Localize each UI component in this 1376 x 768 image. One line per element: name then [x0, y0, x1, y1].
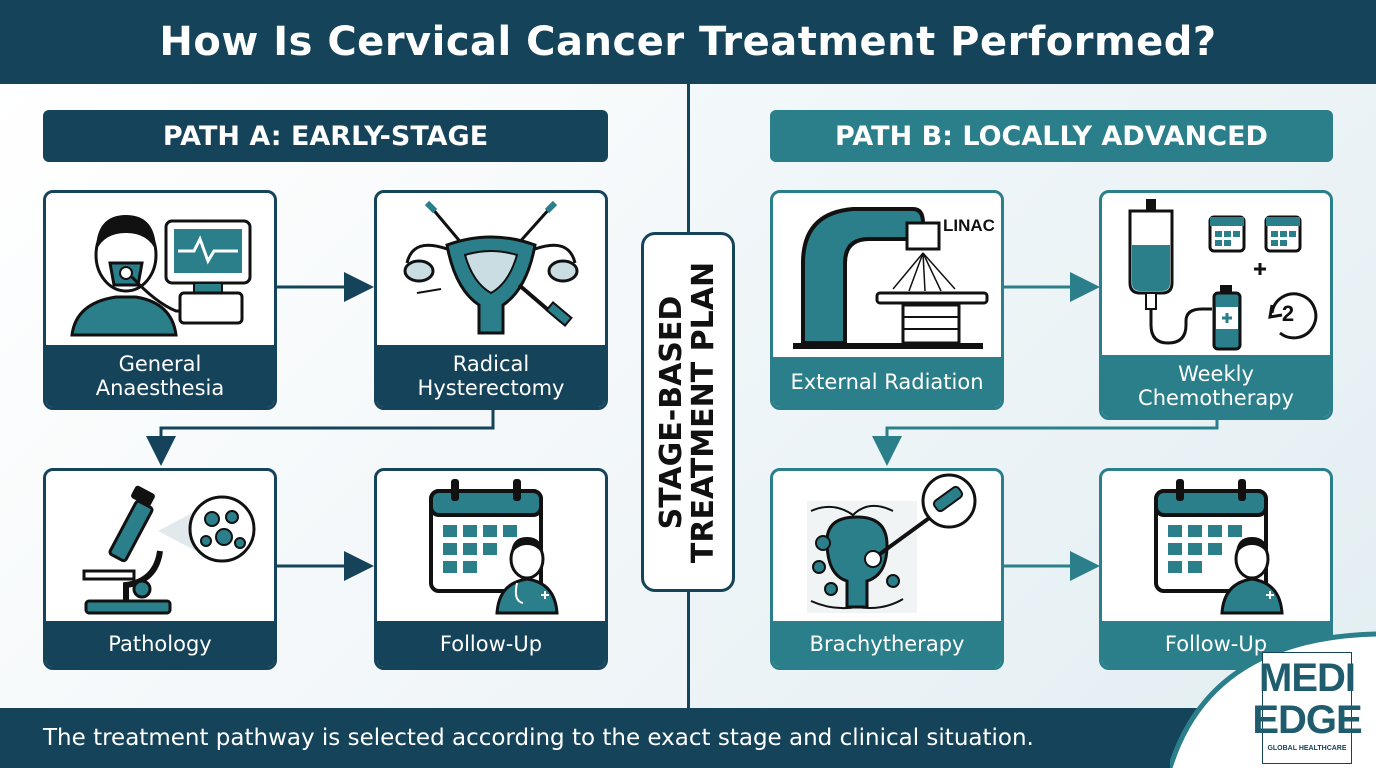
step-label: Brachytherapy: [773, 621, 1001, 667]
iv-chemo-calendar-icon: 2: [1128, 199, 1318, 351]
step-label: Weekly Chemotherapy: [1102, 355, 1330, 417]
calendar-doctor-icon: [429, 479, 559, 615]
step-label: Pathology: [46, 621, 274, 667]
linac-label: LINAC: [943, 216, 995, 235]
step-label: Follow-Up: [377, 621, 605, 667]
step-weekly-chemotherapy: 2 Weekly Chemotherapy: [1099, 190, 1333, 420]
step-follow-up-b: Follow-Up: [1099, 468, 1333, 670]
step-pathology: Pathology: [43, 468, 277, 670]
microscope-icon: [82, 485, 256, 615]
center-label-line1: STAGE-BASED: [654, 295, 690, 529]
center-label-line2: TREATMENT PLAN: [686, 261, 722, 563]
calendar-doctor-icon: [1154, 479, 1284, 615]
step-brachytherapy: Brachytherapy: [770, 468, 1004, 670]
step-external-radiation: LINAC External Radiation: [770, 190, 1004, 410]
hysterectomy-icon: [403, 200, 579, 335]
footer-note: The treatment pathway is selected accord…: [43, 725, 1034, 751]
stage-based-plan-label: STAGE-BASED TREATMENT PLAN: [641, 232, 735, 592]
footer-bar: The treatment pathway is selected accord…: [0, 708, 1376, 768]
cycle-count: 2: [1282, 301, 1294, 326]
step-general-anaesthesia: General Anaesthesia: [43, 190, 277, 410]
logo-tagline: GLOBAL HEALTHCARE: [1267, 745, 1347, 752]
logo-line1: MEDI: [1259, 656, 1356, 700]
step-label: General Anaesthesia: [46, 345, 274, 407]
logo-line2: EDGE: [1252, 698, 1362, 742]
step-follow-up-a: Follow-Up: [374, 468, 608, 670]
linac-icon: LINAC: [793, 207, 995, 349]
path-b-header: PATH B: LOCALLY ADVANCED: [770, 110, 1333, 162]
step-label: Radical Hysterectomy: [377, 345, 605, 407]
medi-edge-logo: MEDI EDGE GLOBAL HEALTHCARE: [1252, 652, 1363, 764]
title-bar: How Is Cervical Cancer Treatment Perform…: [0, 0, 1376, 84]
anaesthesia-icon: [70, 215, 252, 337]
step-label: External Radiation: [773, 357, 1001, 407]
path-a-header: PATH A: EARLY-STAGE: [43, 110, 608, 162]
page-title: How Is Cervical Cancer Treatment Perform…: [159, 19, 1217, 65]
brachytherapy-icon: [807, 473, 977, 613]
step-radical-hysterectomy: Radical Hysterectomy: [374, 190, 608, 410]
